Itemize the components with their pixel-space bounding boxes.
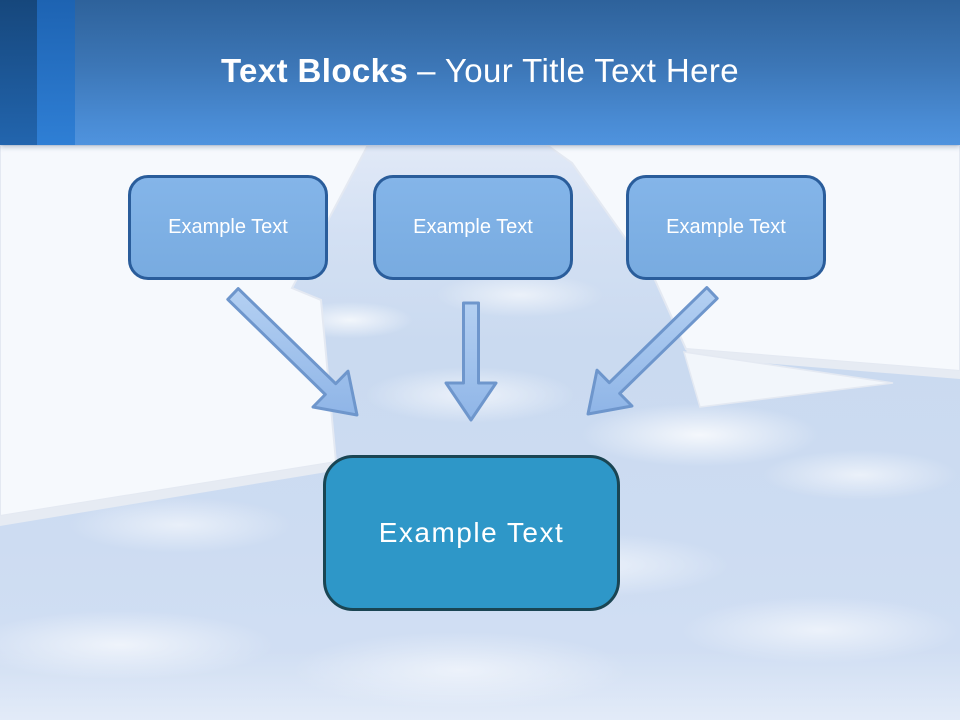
title-bar: Text Blocks– Your Title Text Here [0,0,960,145]
left-accent-stripe-bright [37,0,75,145]
arrow-left-down-right-icon[interactable] [226,287,359,417]
title-bold-text: Text Blocks [220,52,409,89]
left-accent-stripe-dark [0,0,37,145]
slide-title: Text Blocks– Your Title Text Here [0,52,960,90]
text-block-2-label: Example Text [413,216,533,238]
arrow-middle-down-icon[interactable] [444,301,498,422]
text-block-1[interactable]: Example Text [128,175,328,280]
title-regular-text: – Your Title Text Here [417,52,740,89]
result-block-label: Example Text [378,517,565,548]
white-panel-left-bevel [0,462,339,526]
white-panel-right-sliver [682,351,894,408]
result-block[interactable]: Example Text [323,455,620,611]
text-block-2[interactable]: Example Text [373,175,573,280]
white-panel-right-bevel [686,349,960,379]
text-block-3-label: Example Text [666,216,786,238]
text-block-3[interactable]: Example Text [626,175,826,280]
arrow-right-down-left-icon[interactable] [586,286,719,416]
text-block-1-label: Example Text [168,216,288,238]
